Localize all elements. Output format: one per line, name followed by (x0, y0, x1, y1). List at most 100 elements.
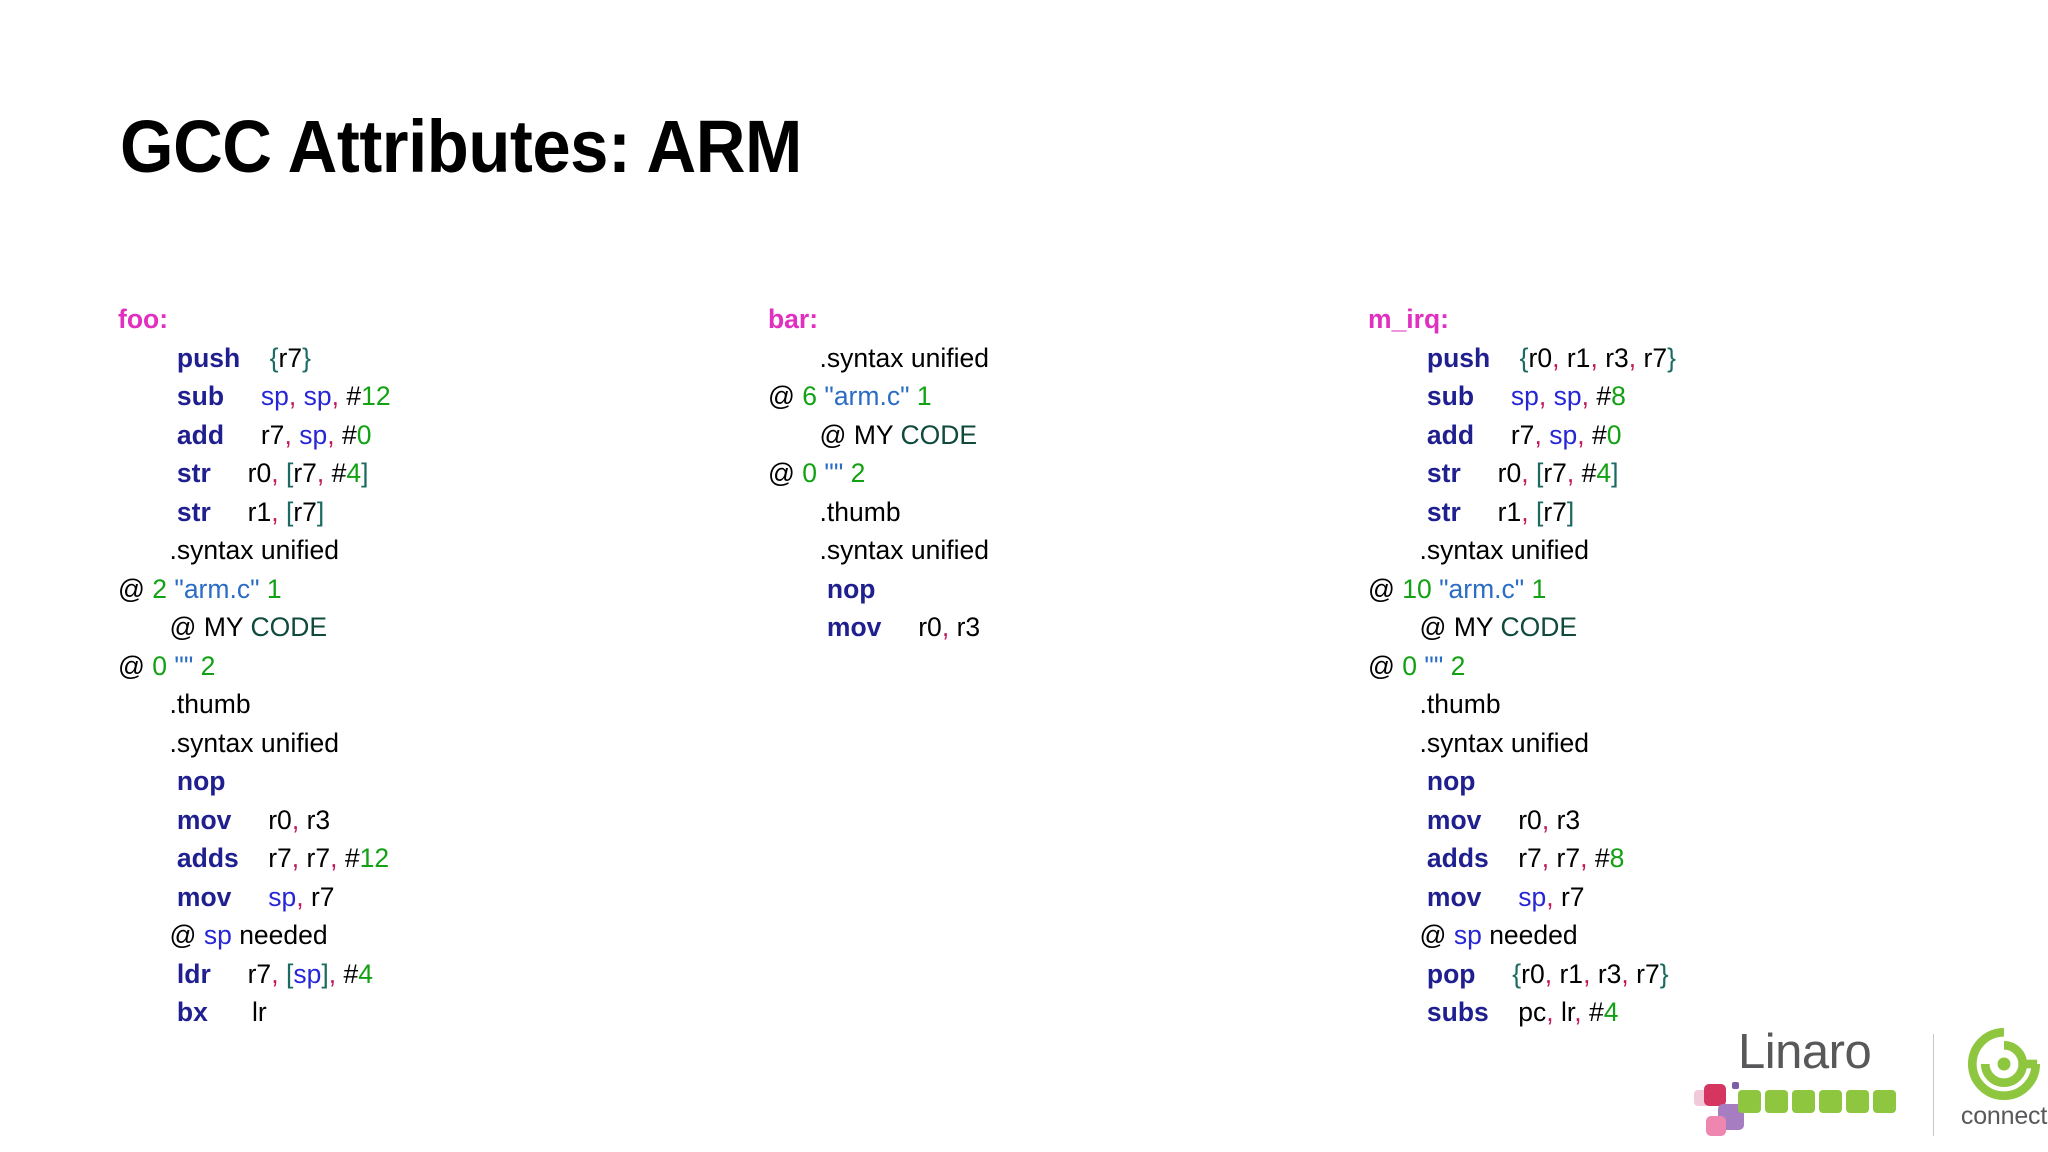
linaro-square-green (1846, 1090, 1869, 1113)
code-token-plain (193, 651, 200, 681)
code-token-spreg: sp (268, 881, 297, 912)
code-token-num: 4 (1596, 458, 1612, 488)
code-token-at: @ (1368, 650, 1395, 681)
footer-logos: Linaro (1690, 1028, 2048, 1146)
code-token-reg: r7 (1643, 342, 1668, 373)
code-token-plain (211, 959, 248, 989)
code-token-brack: } (302, 342, 311, 373)
code-token-num: 6 (802, 381, 818, 411)
code-token-plain (118, 343, 177, 373)
code-token-comma: , (327, 419, 335, 450)
code-token-reg: r7 (278, 342, 303, 373)
code-label-line: bar: (768, 300, 1368, 339)
code-token-hash: # (344, 843, 360, 873)
linaro-square-green (1873, 1090, 1896, 1113)
code-token-mnem: nop (176, 766, 226, 796)
code-token-label: m_irq: (1368, 304, 1449, 334)
code-token-num: 0 (1606, 419, 1622, 450)
code-token-plain (768, 612, 827, 642)
code-token-mnem: sub (1426, 381, 1475, 411)
code-token-plain (1443, 651, 1450, 681)
code-token-plain (1475, 959, 1512, 989)
code-token-plain (1481, 882, 1518, 912)
code-token-code: CODE (1500, 612, 1578, 642)
m_irq-listing: m_irq: push {r0, r1, r3, r7} sub sp, sp,… (1368, 300, 2008, 1032)
code-token-str: "arm.c" (1439, 573, 1525, 604)
code-token-reg: r7 (1510, 419, 1535, 450)
connect-logo: connect (1958, 1028, 2048, 1146)
code-token-at: @ (118, 573, 145, 604)
code-token-reg: r1 (1497, 496, 1522, 527)
code-token-reg: r7 (293, 458, 317, 488)
code-line: bx lr (118, 993, 718, 1032)
code-token-at: @ (768, 458, 795, 488)
code-token-num: 1 (266, 573, 282, 604)
code-token-num: 12 (361, 381, 391, 411)
code-token-plain (768, 497, 820, 527)
code-line: @ 6 "arm.c" 1 (768, 377, 1368, 416)
code-token-comma: , (1580, 843, 1588, 873)
code-token-plain (259, 574, 266, 604)
code-token-plain (118, 766, 177, 796)
code-token-spreg: sp (303, 381, 332, 411)
code-token-plain (211, 458, 248, 488)
code-token-brack: { (269, 342, 279, 373)
code-line: ldr r7, [sp], #4 (118, 955, 718, 994)
code-token-comma: , (1546, 881, 1554, 912)
code-line: push {r0, r1, r3, r7} (1368, 339, 2008, 378)
code-token-comma: , (1590, 342, 1598, 373)
code-token-reg: r7 (1636, 958, 1660, 989)
code-token-plain (1582, 997, 1589, 1027)
code-line: mov r0, r3 (1368, 801, 2008, 840)
code-token-num: 4 (1603, 997, 1619, 1027)
code-token-num: 2 (152, 573, 168, 604)
code-token-mnem: nop (826, 573, 876, 604)
code-token-plain (768, 343, 820, 373)
code-token-reg: r3 (1597, 958, 1622, 989)
code-token-plain (1368, 997, 1427, 1027)
code-token-mnem: sub (176, 381, 225, 411)
code-token-brack: ] (316, 496, 325, 527)
code-token-plain (240, 343, 269, 373)
code-token-mnem: push (176, 342, 241, 373)
code-token-comma: , (328, 958, 337, 989)
code-token-mnem: add (176, 419, 225, 450)
code-token-brack: [ (285, 496, 294, 527)
code-token-plain (196, 920, 203, 950)
code-token-plain (296, 381, 303, 411)
code-token-plain: needed (231, 920, 328, 950)
code-token-plain (1549, 805, 1556, 835)
code-token-comma: , (316, 458, 325, 488)
code-token-str: "arm.c" (824, 381, 910, 411)
code-token-spreg: sp (203, 920, 232, 950)
code-token-plain: .syntax unified (1419, 727, 1589, 758)
code-token-plain: .syntax unified (169, 727, 339, 758)
code-token-num: 0 (152, 650, 168, 681)
code-token-mnem: mov (1426, 804, 1482, 835)
connect-spiral-icon (1968, 1028, 2040, 1100)
code-token-hash: # (343, 958, 359, 989)
code-line: adds r7, r7, #12 (118, 839, 718, 878)
code-token-mnem: str (1426, 496, 1461, 527)
code-line: .syntax unified (118, 724, 718, 763)
code-token-hash: # (1591, 419, 1607, 450)
code-token-plain (324, 458, 331, 488)
code-token-reg: r7 (1543, 458, 1567, 488)
code-token-comma: , (284, 419, 292, 450)
code-token-comma: , (941, 612, 950, 642)
code-token-plain (118, 535, 170, 565)
code-token-plain (949, 612, 956, 642)
code-token-plain (1368, 766, 1427, 796)
code-token-plain (1474, 420, 1511, 450)
code-token-mnem: mov (826, 612, 882, 642)
code-token-brack: } (1659, 958, 1669, 989)
code-token-reg: r3 (1605, 342, 1629, 373)
code-token-plain (1368, 882, 1427, 912)
code-token-spreg: sp (293, 958, 322, 989)
code-token-plain: MY (1446, 612, 1501, 642)
foo-listing: foo: push {r7} sub sp, sp, #12 add r7, s… (118, 300, 718, 1032)
code-line: pop {r0, r1, r3, r7} (1368, 955, 2008, 994)
code-line: nop (768, 570, 1368, 609)
code-token-at: @ (1368, 573, 1395, 604)
code-line: .syntax unified (1368, 724, 2008, 763)
